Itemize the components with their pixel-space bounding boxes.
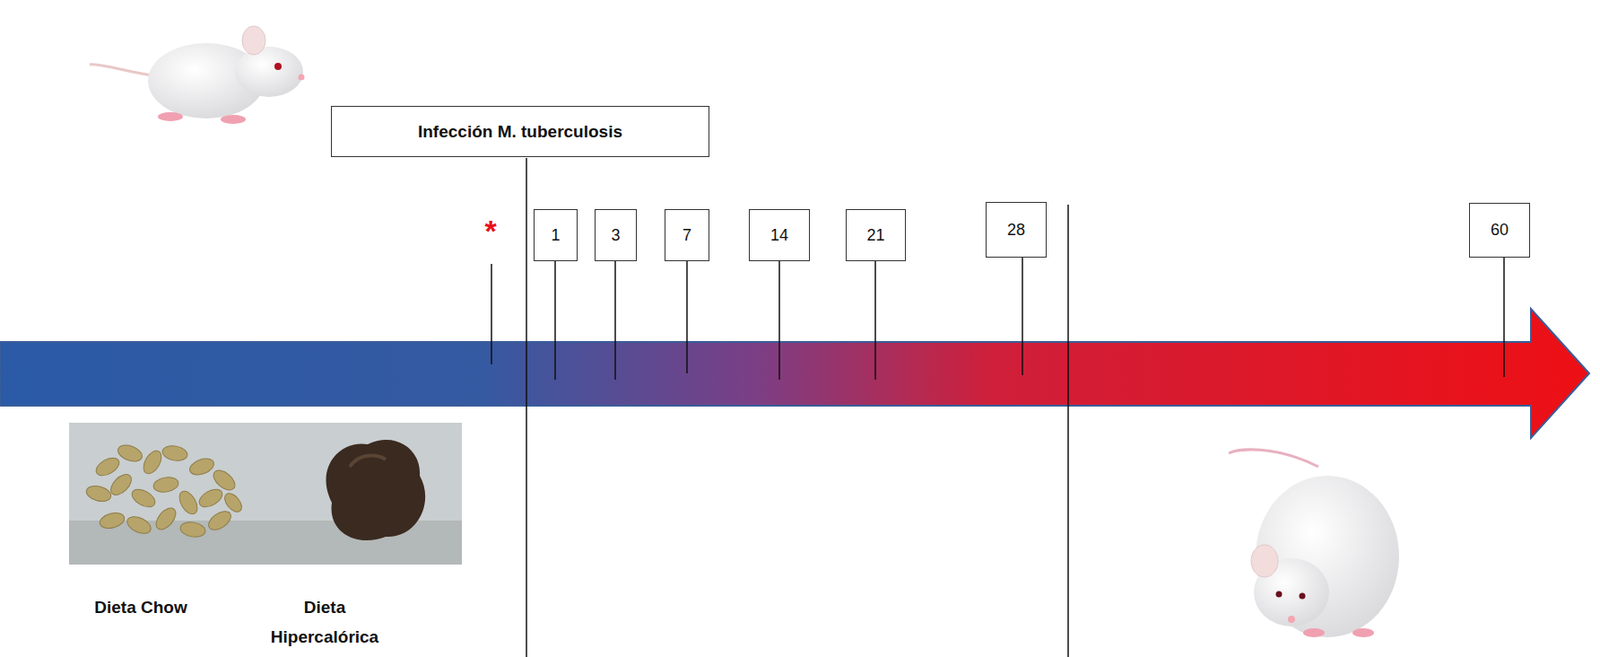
day-box: 21 — [845, 208, 906, 261]
day-box: 1 — [533, 208, 578, 261]
event-label: Infección M. tuberculosis — [417, 121, 623, 142]
day-box: 3 — [594, 208, 637, 261]
day-number: 3 — [610, 226, 620, 245]
event-box: Infección M. tuberculosis — [330, 105, 710, 157]
day-box: 60 — [1469, 202, 1531, 258]
asterisk-mark: * — [472, 215, 509, 246]
diet-photo — [69, 422, 462, 565]
mouse-illustration — [89, 26, 305, 124]
day-number: 7 — [682, 226, 692, 245]
day-number: 14 — [770, 226, 789, 245]
day-number: 60 — [1490, 220, 1509, 240]
diet-label: Dieta Hipercalórica — [252, 591, 397, 653]
diet-label: Dieta Chow — [91, 591, 191, 622]
day-box: 28 — [985, 201, 1047, 258]
day-number: 1 — [550, 226, 560, 245]
day-box: 7 — [664, 208, 710, 261]
phase-line — [1067, 204, 1070, 657]
mouse-illustration — [1228, 449, 1400, 637]
phase-line — [525, 157, 528, 657]
timeline-arrow — [0, 308, 1590, 438]
day-number: 21 — [866, 226, 885, 245]
day-number: 28 — [1007, 220, 1026, 240]
day-box: 14 — [748, 208, 810, 261]
tick-lines — [491, 257, 1505, 380]
